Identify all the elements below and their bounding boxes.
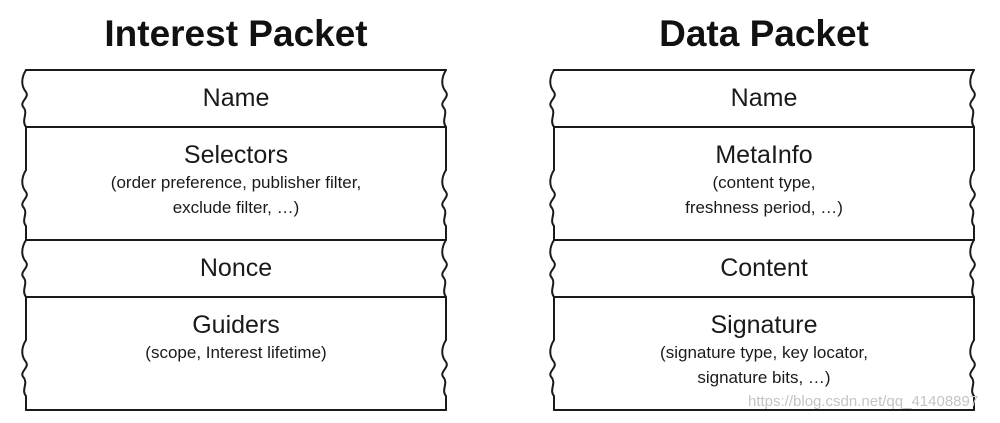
field-label: Nonce	[199, 254, 273, 282]
field-label: Content	[720, 254, 808, 282]
interest-packet-outline	[21, 69, 448, 411]
field-label: MetaInfo	[715, 141, 813, 169]
field-description: (scope, Interest lifetime)	[145, 343, 327, 362]
interest-field-nonce: Nonce	[26, 253, 446, 283]
field-description: (signature type, key locator, signature …	[660, 343, 868, 387]
interest-packet-box: Name Selectors (order preference, publis…	[21, 60, 448, 420]
data-field-signature: Signature (signature type, key locator, …	[554, 310, 974, 390]
interest-packet-title: Interest Packet	[104, 13, 368, 54]
interest-field-selectors: Selectors (order preference, publisher f…	[26, 140, 446, 220]
field-description: (content type, freshness period, …)	[685, 173, 843, 217]
data-field-metainfo: MetaInfo (content type, freshness period…	[554, 140, 974, 220]
data-field-content: Content	[554, 253, 974, 283]
field-label: Name	[730, 84, 798, 112]
data-packet-box: Name MetaInfo (content type, freshness p…	[549, 60, 976, 420]
field-description: (order preference, publisher filter, exc…	[110, 173, 362, 217]
data-packet-title: Data Packet	[659, 13, 869, 54]
interest-field-name: Name	[26, 83, 446, 113]
field-label: Name	[202, 84, 270, 112]
field-label: Selectors	[183, 141, 289, 169]
data-packet-outline	[549, 69, 976, 411]
watermark-text: https://blog.csdn.net/qq_41408897	[748, 393, 979, 410]
field-label: Signature	[710, 311, 818, 339]
field-label: Guiders	[192, 311, 280, 339]
interest-field-guiders: Guiders (scope, Interest lifetime)	[26, 310, 446, 365]
data-field-name: Name	[554, 83, 974, 113]
